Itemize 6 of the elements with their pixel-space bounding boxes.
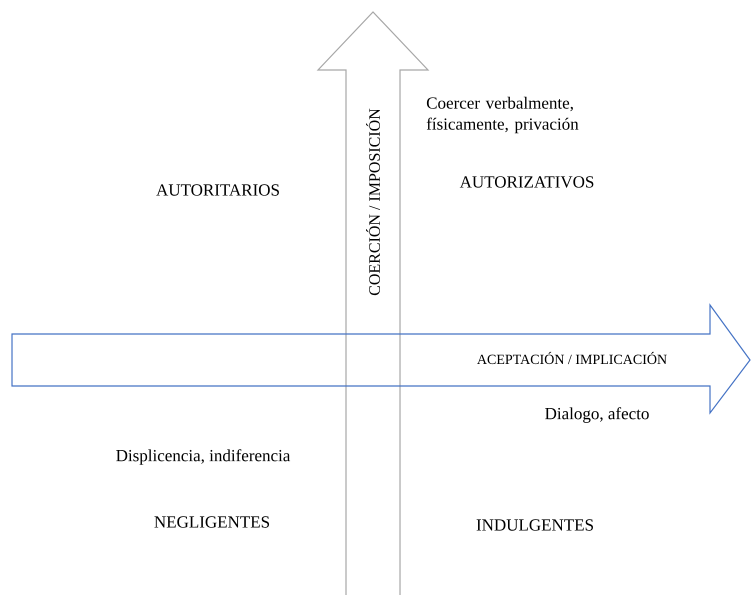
note-text: Displicencia, indiferencia: [116, 449, 290, 465]
note-text: Coercer verbalmente, físicamente, privación: [426, 96, 578, 134]
quadrant-label: INDULGENTES: [476, 519, 593, 531]
quadrant-label: AUTORIZATIVOS: [460, 176, 594, 188]
quadrant-label: AUTORITARIOS: [156, 184, 279, 196]
quadrant-label: NEGLIGENTES: [154, 516, 270, 528]
